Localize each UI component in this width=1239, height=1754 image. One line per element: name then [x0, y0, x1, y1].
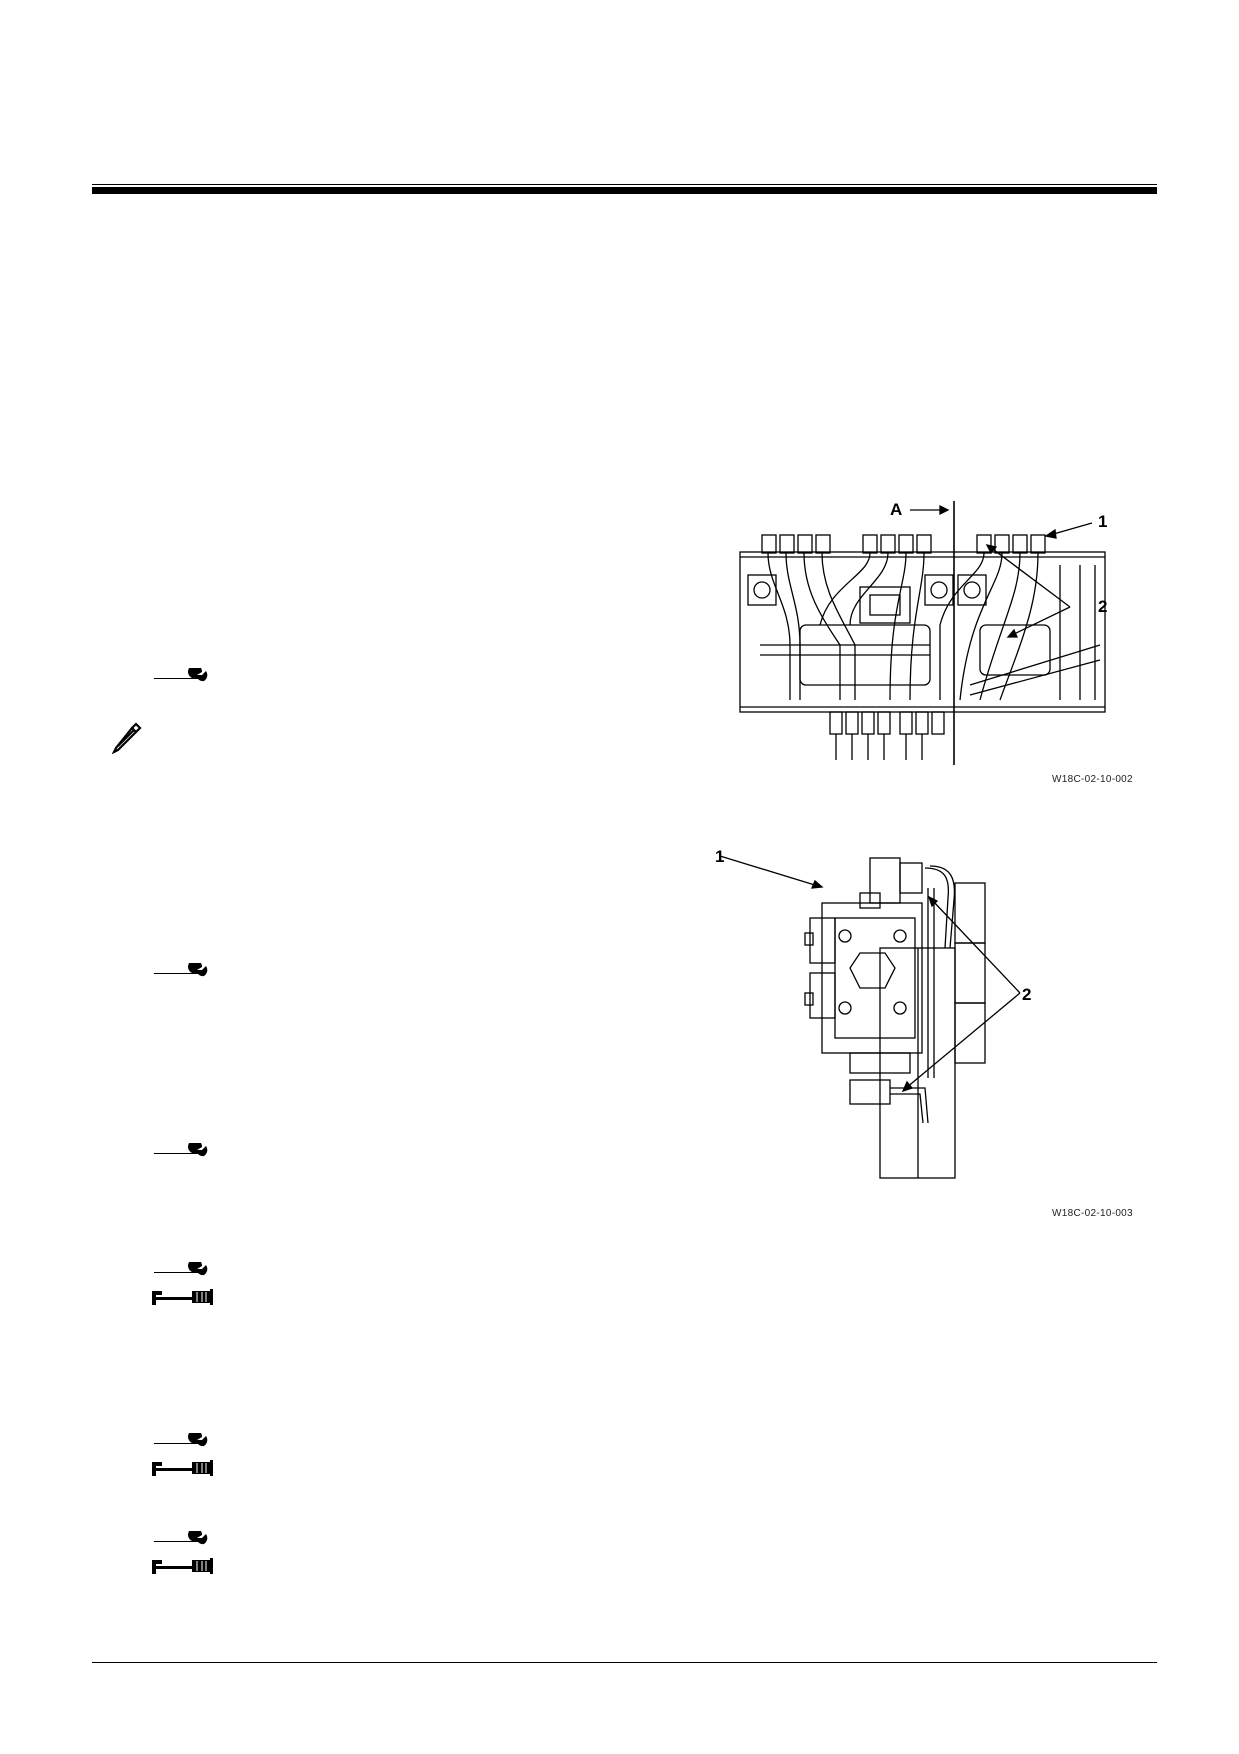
- callout-1: 1: [715, 848, 724, 866]
- footer-rule: [92, 1662, 1157, 1663]
- section-label-a: A: [890, 500, 902, 519]
- callout-1: 1: [1098, 512, 1107, 531]
- wrench-icon: [154, 963, 208, 977]
- torque-wrench-icon: [152, 1558, 213, 1574]
- callout-2: 2: [1022, 985, 1031, 1004]
- torque-wrench-icon: [152, 1460, 213, 1476]
- wrench-icon: [154, 1143, 208, 1157]
- torque-wrench-icon: [152, 1289, 213, 1305]
- pencil-note-icon: [111, 722, 142, 754]
- header-rule: [92, 187, 1157, 194]
- figure-code: W18C-02-10-002: [1052, 774, 1133, 785]
- figure-code: W18C-02-10-003: [1052, 1208, 1133, 1219]
- wrench-icon: [154, 1262, 208, 1276]
- valve-side-view-figure: 1 2: [715, 848, 1031, 1179]
- wrench-icon: [154, 1531, 208, 1545]
- header-rule-thin: [92, 184, 1157, 185]
- callout-2: 2: [1098, 597, 1107, 616]
- wrench-icon: [154, 1433, 208, 1447]
- wrench-icon: [154, 668, 208, 682]
- valve-manifold-figure: A 1 2: [739, 500, 1107, 765]
